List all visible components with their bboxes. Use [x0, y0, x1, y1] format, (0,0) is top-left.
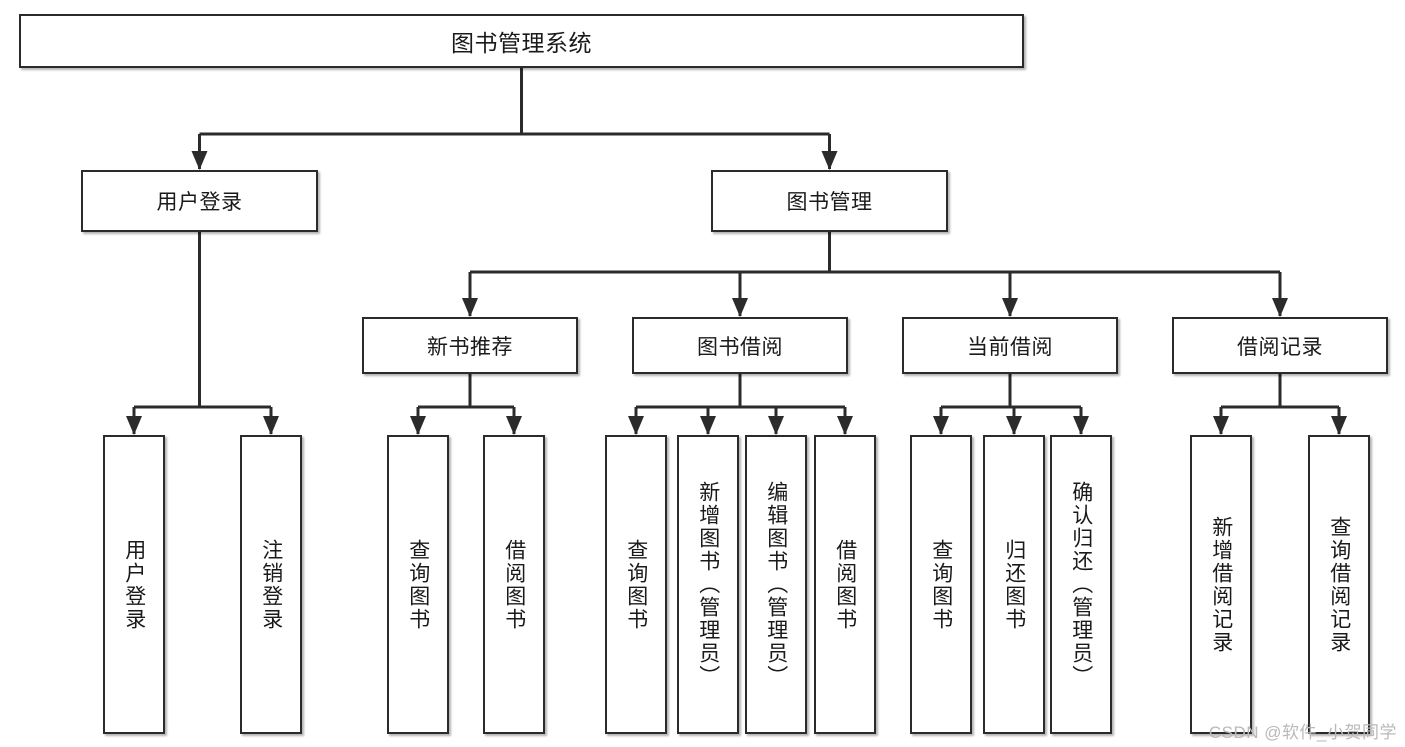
node-label-leaf-query-book-1: 查询图书: [406, 538, 430, 631]
watermark-text: CSDN @软件_小贺同学: [1208, 723, 1397, 742]
node-leaf-user-login[interactable]: 用户登录: [103, 435, 165, 734]
arrowhead-book-manage: [821, 151, 838, 170]
node-new-book-rec[interactable]: 新书推荐: [362, 317, 578, 374]
node-leaf-borrow-book-1[interactable]: 借阅图书: [483, 435, 545, 734]
node-label-book-borrow: 图书借阅: [697, 335, 783, 359]
arrowhead-leaf-query-book-3: [933, 416, 949, 435]
arrowhead-leaf-return-book: [1006, 416, 1022, 435]
arrowhead-leaf-query-book-2: [628, 416, 644, 435]
arrowhead-leaf-add-book: [700, 416, 716, 435]
arrowhead-leaf-user-logout: [263, 416, 279, 435]
node-leaf-query-book-1[interactable]: 查询图书: [387, 435, 449, 734]
node-label-user-login: 用户登录: [156, 191, 243, 214]
node-label-borrow-record: 借阅记录: [1237, 335, 1323, 359]
node-book-borrow[interactable]: 图书借阅: [632, 317, 848, 374]
node-label-leaf-user-logout: 注销登录: [259, 538, 283, 631]
node-leaf-confirm-return[interactable]: 确认归还（管理员）: [1050, 435, 1112, 734]
node-label-leaf-query-book-3: 查询图书: [929, 538, 953, 631]
arrowhead-book-borrow: [732, 298, 748, 317]
node-borrow-record[interactable]: 借阅记录: [1172, 317, 1388, 374]
arrowhead-leaf-borrow-book-1: [506, 416, 522, 435]
arrowhead-leaf-edit-book: [768, 416, 784, 435]
node-leaf-add-book[interactable]: 新增图书（管理员）: [677, 435, 739, 734]
node-label-new-book-rec: 新书推荐: [427, 335, 513, 359]
node-root[interactable]: 图书管理系统: [19, 14, 1024, 68]
node-label-root: 图书管理系统: [451, 30, 592, 56]
arrowhead-leaf-confirm-return: [1073, 416, 1089, 435]
arrowhead-leaf-query-record: [1331, 416, 1347, 435]
node-label-leaf-query-record: 查询借阅记录: [1327, 515, 1351, 654]
node-label-leaf-borrow-book-2: 借阅图书: [833, 538, 857, 631]
arrowhead-leaf-add-record: [1213, 416, 1229, 435]
node-label-leaf-user-login: 用户登录: [122, 538, 146, 631]
arrowhead-leaf-borrow-book-2: [837, 416, 853, 435]
node-leaf-user-logout[interactable]: 注销登录: [240, 435, 302, 734]
node-leaf-query-book-2[interactable]: 查询图书: [605, 435, 667, 734]
node-label-leaf-return-book: 归还图书: [1002, 538, 1026, 631]
node-leaf-borrow-book-2[interactable]: 借阅图书: [814, 435, 876, 734]
node-leaf-query-record[interactable]: 查询借阅记录: [1308, 435, 1370, 734]
arrowhead-leaf-query-book-1: [410, 416, 426, 435]
node-user-login[interactable]: 用户登录: [81, 170, 318, 232]
node-label-leaf-add-book: 新增图书（管理员）: [696, 481, 720, 688]
node-leaf-return-book[interactable]: 归还图书: [983, 435, 1045, 734]
node-current-borrow[interactable]: 当前借阅: [902, 317, 1118, 374]
arrowhead-new-book-rec: [462, 298, 478, 317]
node-label-leaf-query-book-2: 查询图书: [624, 538, 648, 631]
node-leaf-add-record[interactable]: 新增借阅记录: [1190, 435, 1252, 734]
node-label-current-borrow: 当前借阅: [967, 335, 1053, 359]
node-label-leaf-borrow-book-1: 借阅图书: [502, 538, 526, 631]
node-label-book-manage: 图书管理: [786, 191, 873, 214]
arrowhead-borrow-record: [1272, 298, 1288, 317]
node-label-leaf-confirm-return: 确认归还（管理员）: [1069, 481, 1093, 688]
arrowhead-user-login: [191, 151, 208, 170]
node-book-manage[interactable]: 图书管理: [711, 170, 948, 232]
node-leaf-query-book-3[interactable]: 查询图书: [910, 435, 972, 734]
arrowhead-current-borrow: [1002, 298, 1018, 317]
node-leaf-edit-book[interactable]: 编辑图书（管理员）: [745, 435, 807, 734]
node-label-leaf-edit-book: 编辑图书（管理员）: [764, 481, 788, 688]
arrowhead-leaf-user-login: [126, 416, 142, 435]
node-label-leaf-add-record: 新增借阅记录: [1209, 515, 1233, 654]
